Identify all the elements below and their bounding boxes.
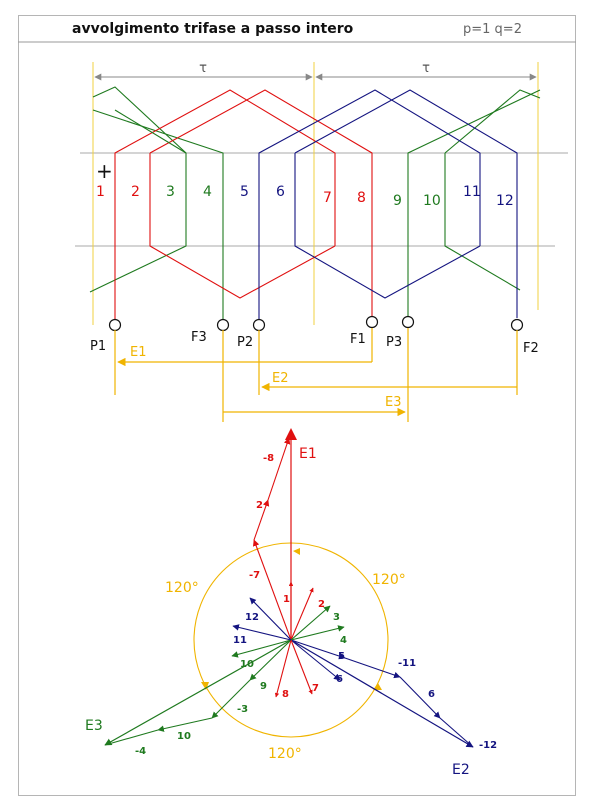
- phasor-minus-11: [344, 657, 401, 679]
- terminal-p1-circle: [108, 318, 122, 332]
- phase-1-coils: [114, 89, 373, 320]
- terminal-f3-circle: [216, 318, 230, 332]
- slot-number: 7: [323, 190, 332, 206]
- phasor-label: -7: [249, 570, 260, 581]
- phasor-label: 6: [336, 674, 343, 685]
- terminal-label-f2: F2: [523, 341, 539, 356]
- pole-pitch-label-1: τ: [199, 61, 207, 76]
- terminal-label-p3: P3: [386, 335, 402, 350]
- phasor-label: 11: [233, 635, 247, 646]
- terminal-label-f3: F3: [191, 330, 207, 345]
- emf-label-e2: E2: [272, 371, 289, 386]
- emf-label-e1: E1: [130, 345, 147, 360]
- phase-3-link: [114, 109, 187, 154]
- slot-number: 2: [131, 184, 140, 200]
- slot-number: 8: [357, 190, 366, 206]
- phasor-label: 7: [312, 683, 319, 694]
- slot-number: 10: [423, 193, 441, 209]
- plus-sign: +: [96, 159, 113, 183]
- slot-numbers: 1 2 3 4 5 6 7 8 9 10 11 12: [96, 184, 514, 209]
- emf-arrows: [114, 328, 518, 422]
- terminal-p2-circle: [252, 318, 266, 332]
- angle-label-2: 120°: [372, 572, 406, 588]
- terminal-label-p1: P1: [90, 339, 106, 354]
- phasor-label: -11: [398, 658, 416, 669]
- terminal-p3-circle: [401, 315, 415, 329]
- phasor-8: [274, 639, 292, 698]
- terminal-label-p2: P2: [237, 335, 253, 350]
- resultant-e2: [290, 639, 474, 748]
- diagram-title: avvolgimento trifase a passo intero: [72, 21, 354, 37]
- phasor-label: 2: [318, 599, 325, 610]
- phasor-label: 12: [245, 612, 259, 623]
- phasor-minus-3: [211, 679, 251, 719]
- phasor-10: [231, 639, 292, 658]
- figure-frame: [18, 15, 576, 796]
- phasor-minus-12: [439, 717, 474, 748]
- slot-number: 5: [240, 184, 249, 200]
- phasor-label: 5: [338, 651, 345, 662]
- phasor-9-chain: [249, 639, 292, 681]
- phasor-label: 1: [283, 594, 290, 605]
- slot-number: 4: [203, 184, 212, 200]
- phasor-label: -3: [237, 704, 248, 715]
- phase-2-coils: [258, 89, 518, 322]
- phasor-label: 10: [240, 659, 254, 670]
- phasor-12: [249, 597, 292, 641]
- phasor-label: 4: [340, 635, 347, 646]
- phasor-3: [290, 605, 331, 641]
- pole-pitch-label-2: τ: [422, 61, 430, 76]
- winding-parameters: p=1 q=2: [463, 22, 522, 37]
- phasor-2-chain: [253, 499, 270, 541]
- angle-arrowhead: [201, 682, 209, 690]
- phasor-label: 3: [333, 612, 340, 623]
- phasor-label: 8: [282, 689, 289, 700]
- phasor-10-chain: [157, 717, 213, 732]
- terminal-circles: [108, 315, 524, 332]
- phasor-label-chain-6: 6: [428, 689, 435, 700]
- terminal-f1-circle: [365, 315, 379, 329]
- resultant-label-e1: E1: [299, 446, 317, 462]
- phasor-5-chain: [290, 639, 346, 660]
- slot-number: 6: [276, 184, 285, 200]
- phasor-minus-7: [252, 539, 292, 641]
- angle-arrowhead: [293, 548, 300, 555]
- emf-labels: E1 E2 E3: [130, 345, 402, 410]
- resultant-e3: [104, 639, 292, 746]
- resultant-label-e3: E3: [85, 718, 103, 734]
- angle-label-1: 120°: [165, 580, 199, 596]
- angle-label-3: 120°: [268, 746, 302, 762]
- phasor-label: -12: [479, 740, 497, 751]
- terminal-labels: P1 F3 P2 F1 P3 F2: [90, 330, 539, 356]
- slot-number: 9: [393, 193, 402, 209]
- slot-number: 11: [463, 184, 481, 200]
- slot-number: 12: [496, 193, 514, 209]
- angle-arrowhead: [373, 683, 382, 690]
- phasor-6-chain: [399, 676, 441, 719]
- phasor-label: -8: [263, 453, 274, 464]
- resultant-e1-arrowhead: [285, 428, 297, 440]
- phasor-label: 9: [260, 681, 267, 692]
- phasor-11: [232, 624, 292, 641]
- terminal-f2-circle: [510, 318, 524, 332]
- phasor-2: [290, 587, 314, 641]
- phasor-minus-4: [104, 729, 159, 746]
- resultant-label-e2: E2: [452, 762, 470, 778]
- phasor-label: -4: [135, 746, 146, 757]
- phasor-4: [290, 625, 345, 641]
- phasor-7: [290, 639, 313, 695]
- phasor-label-chain-2: 2: [256, 500, 263, 511]
- pole-pitch-dimensions: τ τ: [94, 61, 537, 81]
- slot-number: 1: [96, 184, 105, 200]
- pole-guides: [92, 62, 539, 325]
- slot-number: 3: [166, 184, 175, 200]
- phasor-diagram: 120° 120° 120°: [85, 428, 497, 778]
- emf-label-e3: E3: [385, 395, 402, 410]
- phasor-6: [290, 639, 341, 681]
- phasor-minus-8: [267, 437, 291, 501]
- phasor-label-chain-10: 10: [177, 731, 191, 742]
- terminal-label-f1: F1: [350, 332, 366, 347]
